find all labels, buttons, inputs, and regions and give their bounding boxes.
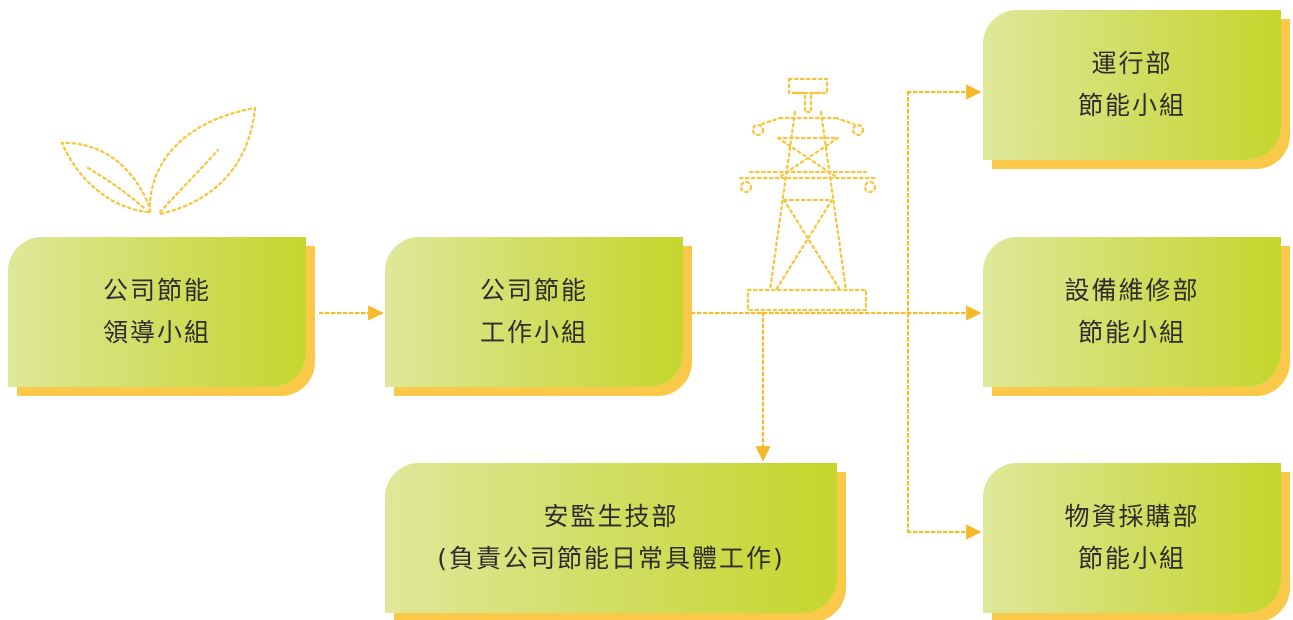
box-maintenance-line2: 節能小組 [1077, 318, 1186, 347]
box-procurement: 物資採購部 節能小組 [983, 463, 1281, 613]
box-leader-line1: 公司節能 [102, 276, 211, 305]
box-operations-line1: 運行部 [1091, 49, 1173, 78]
box-procurement-line2: 節能小組 [1077, 544, 1186, 573]
box-working: 公司節能 工作小組 [385, 237, 683, 387]
box-leader-line2: 領導小組 [102, 318, 211, 347]
box-safety-line1: 安監生技部 [543, 502, 679, 531]
box-safety: 安監生技部 (負責公司節能日常具體工作) [385, 463, 837, 613]
box-working-line2: 工作小組 [479, 318, 588, 347]
box-operations-line2: 節能小組 [1077, 91, 1186, 120]
box-procurement-line1: 物資採購部 [1064, 502, 1200, 531]
power-tower-icon [738, 77, 878, 312]
box-maintenance: 設備維修部 節能小組 [983, 237, 1281, 387]
leaves-icon [60, 106, 257, 216]
box-working-line1: 公司節能 [479, 276, 588, 305]
box-leader: 公司節能 領導小組 [8, 237, 306, 387]
box-operations: 運行部 節能小組 [983, 10, 1281, 160]
box-maintenance-line1: 設備維修部 [1064, 276, 1200, 305]
box-safety-line2: (負責公司節能日常具體工作) [437, 544, 785, 573]
